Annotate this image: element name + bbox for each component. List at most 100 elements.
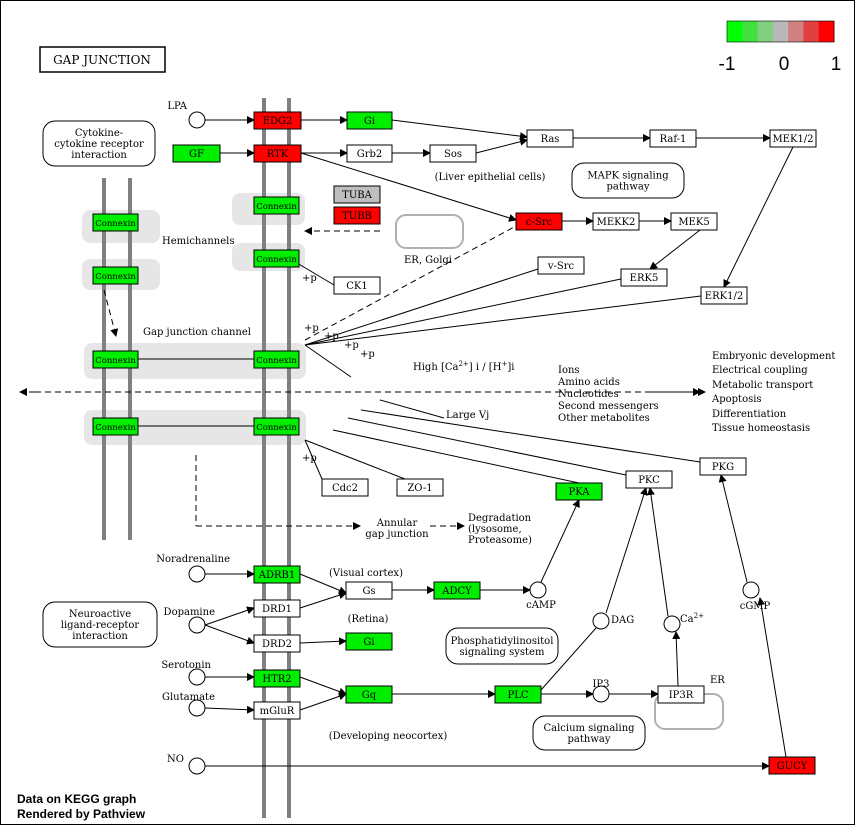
gene-label: ADRB1 (258, 570, 295, 581)
gene-mek5: MEK5 (670, 212, 718, 231)
gene-adcy: ADCY (433, 581, 481, 600)
pathway-map-label: interaction (71, 150, 127, 161)
gene-connexin-3: Connexin (253, 196, 300, 215)
gene-grb2: Grb2 (346, 144, 393, 163)
pathway-edge (304, 439, 406, 480)
gene-pkg: PKG (699, 457, 747, 476)
gene-pkc: PKC (625, 470, 673, 489)
gene-label: Raf-1 (660, 134, 687, 145)
gene-label: HTR2 (262, 674, 291, 685)
legend-swatch (757, 21, 774, 42)
pathway-edge (304, 268, 539, 346)
pathway-edge (300, 152, 517, 222)
compound-circle (188, 616, 206, 634)
gene-box (657, 685, 705, 704)
compound-circle (188, 757, 206, 775)
ions-label-4: Second messengers (558, 401, 659, 412)
outcome-label-4: Apoptosis (711, 394, 762, 405)
gene-box (92, 213, 139, 232)
gene-box (768, 756, 816, 775)
gene-connexin-2: Connexin (92, 266, 139, 285)
phospho-label-6: +p (302, 453, 317, 464)
compound-nodes: LPANoradrenalineDopamineSerotoninGlutama… (156, 101, 771, 775)
gene-connexin-5: Connexin (92, 350, 139, 369)
gene-mglur: mGluR (253, 701, 301, 720)
gene-label: TUBA (342, 190, 372, 201)
outcome-label-3: Metabolic transport (712, 380, 813, 391)
gene-gf: GF (172, 144, 221, 163)
compound-circle (529, 581, 547, 599)
pathway-map-box (571, 162, 685, 199)
large-vj-label: Large Vj (446, 410, 489, 421)
gene-box (592, 212, 640, 231)
pathway-edge (204, 705, 255, 714)
outcome-label-5: Differentiation (712, 409, 787, 420)
gene-box (526, 129, 574, 148)
compound-label: Ca2+ (680, 612, 704, 625)
phospho-label-5: +p (360, 349, 375, 360)
ions-label-1: Ions (558, 365, 580, 376)
pathway-edge (304, 278, 622, 346)
pathway-edge (304, 344, 352, 378)
gene-label: EDG2 (263, 116, 293, 127)
compound-label: IP3 (592, 679, 609, 690)
gene-box (345, 581, 393, 600)
liver-label: (Liver epithelial cells) (435, 172, 546, 183)
gene-raf1: Raf-1 (649, 129, 697, 148)
gene-box (555, 482, 603, 501)
gene-connexin-6: Connexin (253, 350, 300, 369)
pathway-edge (299, 591, 347, 609)
pathway-edge (103, 289, 119, 337)
gene-box (769, 129, 817, 148)
page-title: GAP JUNCTION (53, 53, 151, 67)
compound-circle (188, 565, 206, 583)
pathway-edge (299, 573, 347, 595)
pathway-map-label: ligand-receptor (61, 620, 140, 631)
compound-lpa: LPA (167, 101, 206, 129)
ions-label-3: Nucleotides (558, 389, 619, 400)
gene-box (253, 417, 300, 436)
gene-label: MEKK2 (597, 217, 636, 228)
gene-cdc2: Cdc2 (321, 478, 369, 497)
gene-label: Cdc2 (332, 483, 358, 494)
pathway-map-label: signaling system (460, 647, 545, 658)
gene-label: GUCY (777, 761, 808, 772)
compound-label: cAMP (526, 600, 556, 611)
gene-box (92, 350, 139, 369)
gene-gi-bottom: Gi (345, 632, 393, 651)
gene-box (345, 685, 393, 704)
gene-connexin-4: Connexin (253, 249, 300, 268)
gene-box (346, 111, 393, 130)
gene-label: Connexin (95, 272, 136, 282)
ions-label-5: Other metabolites (558, 413, 650, 424)
gene-label: ERK5 (630, 273, 659, 284)
gene-erk12: ERK1/2 (700, 286, 748, 305)
gap-junction-channel-label: Gap junction channel (143, 327, 251, 338)
compound-circle (592, 612, 610, 630)
gene-box (321, 478, 369, 497)
compound-label: cGMP (740, 601, 771, 612)
pathway-map-label: pathway (607, 182, 650, 193)
gene-label: Connexin (95, 423, 136, 433)
ions-label-2: Amino acids (557, 377, 620, 388)
gene-label: Ras (541, 134, 560, 145)
pathway-edge (672, 631, 681, 687)
gene-label: RTK (267, 149, 289, 160)
gene-gucy: GUCY (768, 756, 816, 775)
gene-box (333, 185, 381, 204)
gene-label: DRD2 (262, 639, 292, 650)
legend-swatch (803, 21, 820, 42)
gene-label: PKA (568, 487, 590, 498)
annular-label-2: gap junction (365, 529, 429, 540)
gene-label: Gq (362, 690, 377, 701)
phospho-label-2: +p (304, 323, 319, 334)
compound-label: Glutamate (162, 692, 215, 703)
phospho-label-3: +p (324, 331, 339, 342)
pathway-map-label: cytokine receptor (54, 139, 144, 150)
compound-label: DAG (611, 615, 634, 626)
pathway-edge (379, 399, 445, 419)
gene-edg2: EDG2 (253, 111, 302, 130)
gene-box (346, 144, 393, 163)
